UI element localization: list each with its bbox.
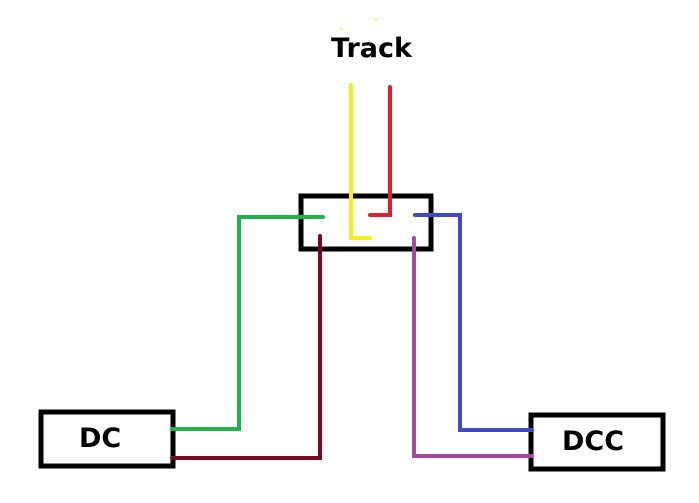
dc-label: DC bbox=[79, 423, 122, 454]
wire-dc-maroon bbox=[170, 234, 322, 460]
dcc-label: DCC bbox=[562, 426, 625, 457]
wire-dcc-purple bbox=[412, 236, 534, 458]
wire-dc-green bbox=[170, 215, 325, 431]
track-label: Track bbox=[331, 33, 412, 64]
dc-box bbox=[38, 409, 176, 469]
wire-dcc-blue bbox=[413, 213, 534, 432]
dcc-box bbox=[528, 412, 666, 472]
switch-box bbox=[298, 193, 434, 252]
wire-track-yellow bbox=[349, 83, 372, 240]
wire-track-red bbox=[368, 85, 392, 217]
